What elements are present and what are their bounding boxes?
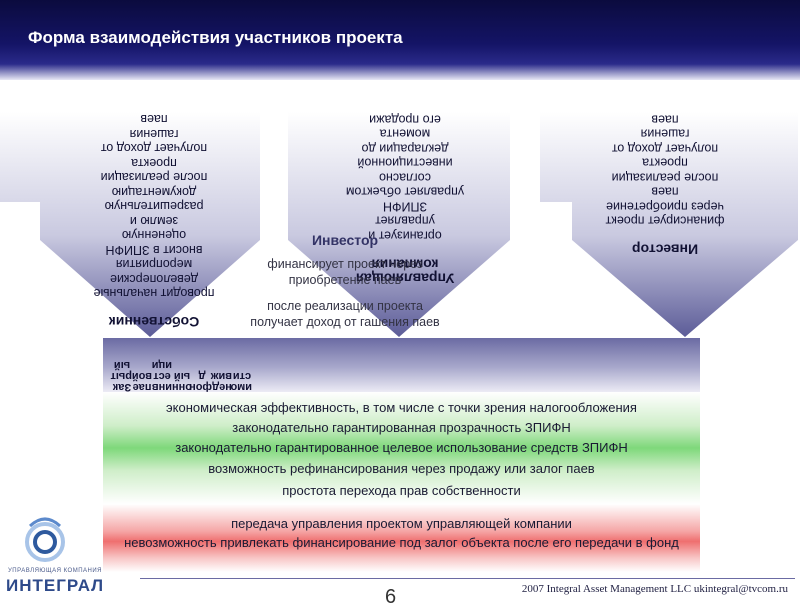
owner-description: проводит начальные девелоперские меропри… — [93, 112, 215, 301]
logo-name: ИНТЕГРАЛ — [6, 576, 105, 595]
header-bar: Форма взаимодействия участников проекта — [0, 0, 800, 80]
advantage-item: простота перехода прав собственности — [282, 483, 521, 498]
fund-column: инв ест ици — [151, 359, 172, 393]
management-company-description: организует и управляет ЗПИФН управляет о… — [345, 112, 465, 243]
copyright-text: 2007 Integral Asset Management LLC ukint… — [521, 583, 788, 595]
advantage-item: возможность рефинансирования через прода… — [208, 461, 595, 476]
fund-column: Зак рыт ый — [110, 359, 132, 393]
footer-divider — [140, 578, 795, 579]
fund-column: фон д — [189, 370, 212, 393]
integral-logo-icon — [25, 517, 65, 562]
footer: 2007 Integral Asset Management LLC ukint… — [0, 578, 800, 600]
fund-column: пае вой — [131, 370, 152, 393]
fund-name-columns: Зак рыт ый пае вой инв ест ици онн ый фо… — [110, 338, 452, 393]
overlay-investor-finance: финансирует проект через приобретение па… — [267, 257, 423, 287]
fund-column: имо сти — [230, 370, 252, 393]
advantage-item: экономическая эффективность, в том числе… — [166, 400, 637, 415]
right-arrow-text: Инвестор финансирует проект через приобр… — [570, 112, 760, 272]
disadvantages-band: передача управления проектом управляющей… — [103, 504, 700, 572]
investor-description: финансирует проект через приобретение па… — [605, 112, 725, 229]
overlay-investor-title: Инвестор — [311, 232, 379, 248]
logo-subtitle: УПРАВЛЯЮЩАЯ КОМПАНИЯ — [8, 568, 103, 574]
disadvantage-item: невозможность привлекать финансирование … — [124, 535, 679, 550]
disadvantage-item: передача управления проектом управляющей… — [231, 516, 572, 531]
advantage-item: законодательно гарантированная прозрачно… — [232, 420, 571, 435]
center-arrow-shape — [288, 112, 510, 337]
fund-column: нед виж — [210, 370, 232, 393]
overlay-investor-income: после реализации проекта получает доход … — [250, 299, 440, 329]
center-overlay-investor: Инвестор финансирует проект через приобр… — [240, 232, 450, 330]
fund-band — [103, 338, 700, 392]
page-number: 6 — [385, 586, 397, 608]
right-arrow-shape — [540, 112, 798, 337]
investor-heading: Инвестор — [631, 242, 699, 258]
advantages-band: экономическая эффективность, в том числе… — [103, 392, 700, 504]
left-arrow-shape — [0, 112, 260, 337]
advantage-item: законодательно гарантированное целевое и… — [175, 440, 628, 455]
page-title: Форма взаимодействия участников проекта — [28, 28, 403, 47]
